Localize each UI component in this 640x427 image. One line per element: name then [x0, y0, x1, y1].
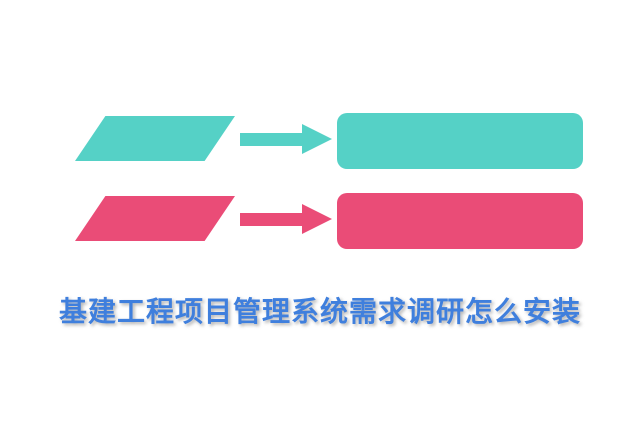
- arrow-shaft: [240, 132, 302, 146]
- rounded-rectangle-pink: [337, 193, 583, 249]
- arrow-head: [302, 204, 332, 234]
- parallelogram-teal: [75, 116, 235, 161]
- flow-row-teal: [0, 110, 640, 170]
- arrow-right-teal-icon: [240, 124, 332, 154]
- arrow-right-pink-icon: [240, 204, 332, 234]
- rounded-rectangle-teal: [337, 113, 583, 169]
- parallelogram-pink: [75, 196, 235, 241]
- arrow-head: [302, 124, 332, 154]
- flow-row-pink: [0, 190, 640, 250]
- arrow-shaft: [240, 212, 302, 226]
- caption-title: 基建工程项目管理系统需求调研怎么安装: [58, 295, 581, 328]
